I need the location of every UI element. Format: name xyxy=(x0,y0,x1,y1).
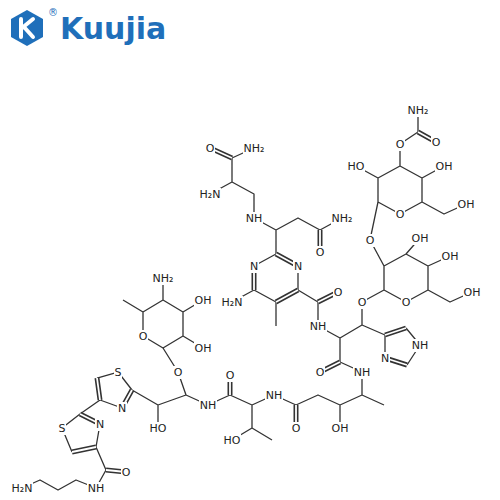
atom-label: NH₂ xyxy=(152,272,175,285)
atom-label: OH xyxy=(331,422,350,435)
atom-label: O xyxy=(365,234,376,247)
atom-label: O xyxy=(401,296,412,309)
atom-label: NH₂ xyxy=(331,212,354,225)
atom-label: HO xyxy=(149,422,168,435)
atom-label: OH xyxy=(441,250,460,263)
atom-label: HO xyxy=(347,160,366,173)
logo-icon xyxy=(11,10,43,46)
atom-label: O xyxy=(431,136,442,149)
atom-label: N xyxy=(293,260,303,273)
single-bonds xyxy=(22,110,472,490)
atom-label: NH xyxy=(411,339,430,352)
atom-label: O xyxy=(315,246,326,259)
atom-label: O xyxy=(291,422,302,435)
atom-label: OH xyxy=(194,342,213,355)
atom-label: N xyxy=(380,352,390,365)
atom-label: O xyxy=(315,366,326,379)
atom-label: O xyxy=(121,466,132,479)
atom-label: H₂N xyxy=(199,188,222,201)
atom-label: OH xyxy=(463,286,482,299)
atom-label: OH xyxy=(457,198,476,211)
logo-k xyxy=(21,19,33,37)
atom-label: NH₂ xyxy=(407,104,430,117)
atom-label: NH₂ xyxy=(243,142,266,155)
atom-label: O xyxy=(138,330,149,343)
double-bonds-gap xyxy=(72,132,436,472)
atom-label: O xyxy=(173,366,184,379)
atom-label: OH xyxy=(435,160,454,173)
atom-label: NH xyxy=(353,366,372,379)
atom-label: NH xyxy=(309,320,328,333)
atom-label: NH xyxy=(87,482,106,495)
double-bonds-outer xyxy=(72,132,436,472)
atom-label: O xyxy=(395,138,406,151)
atom-label: O xyxy=(333,286,344,299)
atom-label: O xyxy=(205,142,216,155)
atom-label: H₂N xyxy=(221,296,244,309)
atom-label: NH xyxy=(245,212,264,225)
atom-label: NH xyxy=(265,389,284,402)
atom-label: H₂N xyxy=(11,482,34,495)
atom-label: O xyxy=(395,208,406,221)
atom-label: S xyxy=(114,366,123,379)
atom-label: NH xyxy=(199,399,218,412)
atom-label: OH xyxy=(194,294,213,307)
atom-label: O xyxy=(357,296,368,309)
registered-mark: ® xyxy=(48,8,58,18)
atom-label: N xyxy=(117,402,127,415)
brand-name: Kuujia xyxy=(60,14,166,44)
atom-label: HO xyxy=(223,434,242,447)
atom-label: OH xyxy=(411,232,430,245)
atom-label: N xyxy=(95,418,105,431)
atom-label: S xyxy=(58,422,67,435)
atom-label: O xyxy=(225,369,236,382)
atom-label: N xyxy=(249,260,259,273)
